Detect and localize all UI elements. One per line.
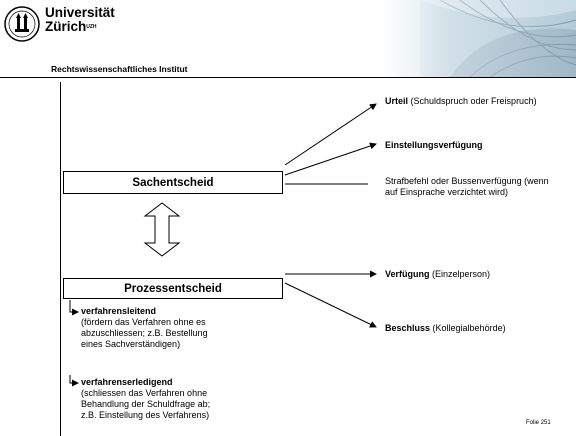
outcome-verfuegung-rest: (Einzelperson) [429, 269, 491, 279]
outcome-strafbefehl: Strafbefehl oder Bussenverfügung (wenn a… [385, 176, 549, 197]
outcome-einstellung-bold: Einstellungsverfügung [385, 140, 483, 150]
sub-item-verfahrensleitend-desc: (fördern das Verfahren ohne es abzuschli… [81, 317, 208, 349]
sub-item-verfahrenserledigend-desc: (schliessen das Verfahren ohne Behandlun… [81, 388, 211, 420]
slide-number: Folie 251 [526, 420, 551, 426]
outcome-verfuegung: Verfügung (Einzelperson) [385, 269, 560, 280]
sub-item-verfahrenserledigend-title: verfahrenserledigend [81, 377, 173, 387]
outcome-urteil: Urteil (Schuldspruch oder Freispruch) [385, 96, 545, 107]
university-line2: ZürichUZH [45, 20, 115, 34]
outcome-einstellungsverfuegung: Einstellungsverfügung [385, 140, 545, 151]
arrow-to-urteil [284, 103, 377, 166]
sub-item-verfahrenserledigend: verfahrenserledigend (schliessen das Ver… [81, 377, 226, 421]
university-seal-icon [4, 6, 40, 42]
double-arrow-icon [143, 202, 181, 257]
slide-header: Universität ZürichUZH Rechtswissenschaft… [0, 0, 576, 94]
university-line1: Universität [45, 5, 115, 20]
outcome-beschluss: Beschluss (Kollegialbehörde) [385, 323, 560, 334]
prozessentscheid-box: Prozessentscheid [63, 278, 283, 299]
university-name: Universität ZürichUZH [45, 6, 115, 34]
sub-item-verfahrensleitend: verfahrensleitend (fördern das Verfahren… [81, 306, 231, 350]
institute-name: Rechtswissenschaftliches Institut [51, 64, 188, 74]
outcome-verfuegung-bold: Verfügung [385, 269, 430, 279]
outcome-urteil-bold: Urteil [385, 96, 409, 106]
sachentscheid-box: Sachentscheid [63, 171, 283, 194]
bracket-arrow-verfahrenserledigend [69, 375, 79, 387]
sub-item-verfahrensleitend-title: verfahrensleitend [81, 306, 157, 316]
outcome-beschluss-bold: Beschluss [385, 323, 431, 333]
arrow-to-einstellungsverfuegung [284, 142, 377, 176]
university-line2-text: Zürich [45, 19, 87, 34]
header-rule [0, 77, 576, 78]
outcome-beschluss-rest: (Kollegialbehörde) [430, 323, 506, 333]
bracket-arrow-verfahrensleitend [69, 300, 79, 316]
left-rule [60, 82, 61, 436]
university-sup: UZH [86, 24, 97, 30]
arrow-to-beschluss [284, 282, 377, 328]
outcome-urteil-rest: (Schuldspruch oder Freispruch) [408, 96, 537, 106]
header-photo [380, 0, 576, 77]
